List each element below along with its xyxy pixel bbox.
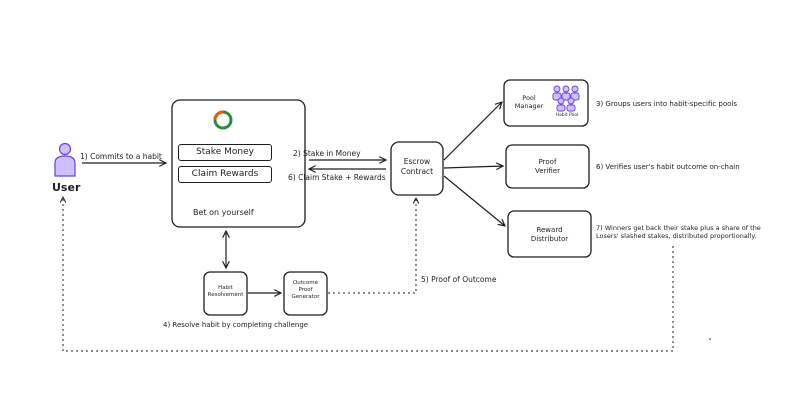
stray-dot [709,338,711,340]
reward-distributor-box [507,210,592,258]
outcome-proof-label: Outcome Proof Generator [291,280,320,301]
edge-escrow-verifier [443,166,503,168]
app-logo-icon [213,110,233,130]
pool-manager-label: Pool Manager [514,94,544,111]
winners-edge-label: 7) Winners get back their stake plus a s… [596,224,761,241]
app-tagline: Bet on yourself [193,208,254,217]
user-label: User [52,181,81,194]
escrow-label: Escrow Contract [400,157,434,176]
edge-escrow-pool [443,102,502,161]
user-icon [54,142,76,177]
edge-distributor-user [63,197,674,352]
stake-edge-label: 2) Stake in Money [293,149,361,158]
reward-distributor-label: Reward Distributor [530,226,569,244]
outcome-proof-box [283,271,328,316]
resolve-edge-label: 4) Resolve habit by completing challenge [163,321,309,329]
habit-pool-label: Habit Pool [555,113,579,118]
edge-escrow-distributor [443,175,505,226]
app-box [171,99,306,228]
verifies-edge-label: 6) Verifies user's habit outcome on-chai… [596,163,740,171]
claim-edge-label: 6) Claim Stake + Rewards [288,173,386,182]
habit-resolvement-box [203,271,248,316]
stake-money-button[interactable]: Stake Money [178,144,272,161]
habit-resolvement-label: Habit Resolvement [207,285,244,299]
habit-pool-icon [552,85,580,112]
proof-verifier-box [505,144,590,189]
commit-edge-label: 1) Commits to a habit [80,152,162,161]
proof-edge-label: 5) Proof of Outcome [421,275,497,284]
groups-edge-label: 3) Groups users into habit-specific pool… [596,100,738,108]
escrow-box [390,141,444,196]
proof-verifier-label: Proof Verifier [535,158,560,176]
edge-proof-escrow [328,198,416,294]
claim-rewards-button[interactable]: Claim Rewards [178,166,272,183]
